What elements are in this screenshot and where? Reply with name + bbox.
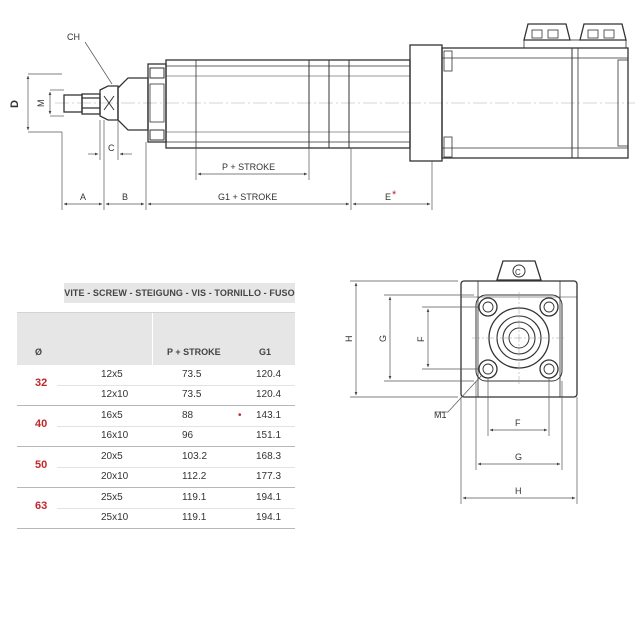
cell-screw: 25x5 — [101, 492, 123, 503]
cell-g1: 194.1 — [256, 492, 282, 503]
group-diameter: 32 — [35, 377, 48, 389]
cell-g1: 151.1 — [256, 430, 282, 441]
cell-g1: 177.3 — [256, 471, 282, 482]
cell-g1: 120.4 — [256, 369, 282, 380]
cell-screw: 16x5 — [101, 410, 123, 421]
header-p-stroke: P + STROKE — [167, 347, 221, 357]
label-d: D — [9, 100, 21, 108]
front-cone — [117, 77, 149, 131]
label-front-f-horizontal: F — [515, 418, 521, 428]
label-e: E — [385, 192, 391, 202]
label-m: M — [36, 100, 46, 108]
front-view-labels: H G F M1 F G H C — [344, 268, 522, 496]
dimension-table: VITE - SCREW - STEIGUNG - VIS - TORNILLO… — [17, 283, 295, 529]
cell-screw: 16x10 — [101, 430, 129, 441]
motor-connector-2 — [579, 23, 627, 41]
cell-screw: 20x10 — [101, 471, 129, 482]
front-view-dimensions — [350, 280, 578, 504]
table-row: 16x10 96 151.1 — [17, 426, 295, 446]
front-flange — [460, 280, 578, 398]
label-ch: CH — [67, 32, 80, 42]
front-view — [460, 260, 578, 398]
cell-g1: 168.3 — [256, 451, 282, 462]
table-row: 12x5 73.5 120.4 — [17, 365, 295, 385]
rod — [81, 93, 101, 115]
cell-p-stroke: 88 — [182, 410, 194, 421]
table-row: 25x5 119.1 194.1 — [17, 488, 295, 508]
table-row: 20x10 112.2 177.3 — [17, 467, 295, 487]
front-top-bracket — [496, 260, 542, 281]
cell-screw: 12x5 — [101, 369, 123, 380]
table-row: 25x10 119.1 194.1 — [17, 508, 295, 528]
table-caption: VITE - SCREW - STEIGUNG - VIS - TORNILLO… — [64, 283, 295, 303]
cell-g1: 194.1 — [256, 512, 282, 523]
cell-g1: 120.4 — [256, 389, 282, 400]
side-view — [55, 23, 635, 162]
cell-p-stroke: 103.2 — [182, 451, 208, 462]
cell-screw: 25x10 — [101, 512, 129, 523]
cell-screw: 12x10 — [101, 389, 129, 400]
label-e-marker: * — [392, 189, 397, 201]
label-g1-stroke: G1 + STROKE — [218, 192, 277, 202]
rod-end — [63, 94, 83, 113]
cell-p-stroke: 96 — [182, 430, 194, 441]
header-diameter: Ø — [35, 347, 43, 357]
motor-connector-1 — [523, 23, 571, 41]
cell-g1: 143.1 — [256, 410, 282, 421]
label-b: B — [122, 192, 128, 202]
table-group-32: 32 12x5 73.5 120.4 12x10 73.5 120.4 — [17, 365, 295, 406]
cell-screw: 20x5 — [101, 451, 123, 462]
cylinder-tube — [165, 59, 411, 149]
label-front-f-vertical: F — [416, 336, 426, 342]
table-row: 12x10 73.5 120.4 — [17, 385, 295, 405]
label-p-stroke: P + STROKE — [222, 162, 275, 172]
group-diameter: 40 — [35, 418, 48, 430]
side-view-labels: CH D M C P + STROKE A B G1 + STROKE E * — [9, 32, 397, 202]
header-g1: G1 — [259, 347, 272, 357]
cell-p-stroke: 112.2 — [182, 471, 207, 482]
table-group-40: 40 16x5 88 • 143.1 16x10 96 151.1 — [17, 406, 295, 447]
label-front-m1: M1 — [434, 410, 447, 420]
table-group-63: 63 25x5 119.1 194.1 25x10 119.1 194.1 — [17, 488, 295, 529]
label-front-c-top: C — [515, 268, 521, 277]
label-a: A — [80, 192, 86, 202]
table-group-50: 50 20x5 103.2 168.3 20x10 112.2 177.3 — [17, 447, 295, 488]
group-diameter: 63 — [35, 500, 48, 512]
cell-p-stroke: 73.5 — [182, 369, 202, 380]
cell-p-stroke: 119.1 — [182, 492, 207, 503]
label-front-g-horizontal: G — [515, 452, 522, 462]
table-header: Ø P + STROKE G1 — [17, 312, 295, 365]
cell-p-stroke: 73.5 — [182, 389, 202, 400]
side-view-dimensions — [26, 41, 433, 210]
label-front-h-horizontal: H — [515, 486, 522, 496]
label-c: C — [108, 143, 115, 153]
cell-p-stroke: 119.1 — [182, 512, 207, 523]
label-front-h-vertical: H — [344, 336, 354, 343]
table-row: 20x5 103.2 168.3 — [17, 447, 295, 467]
cell-marker: • — [238, 410, 242, 421]
table-row: 16x5 88 • 143.1 — [17, 406, 295, 426]
label-front-g-vertical: G — [378, 335, 388, 342]
group-diameter: 50 — [35, 459, 48, 471]
